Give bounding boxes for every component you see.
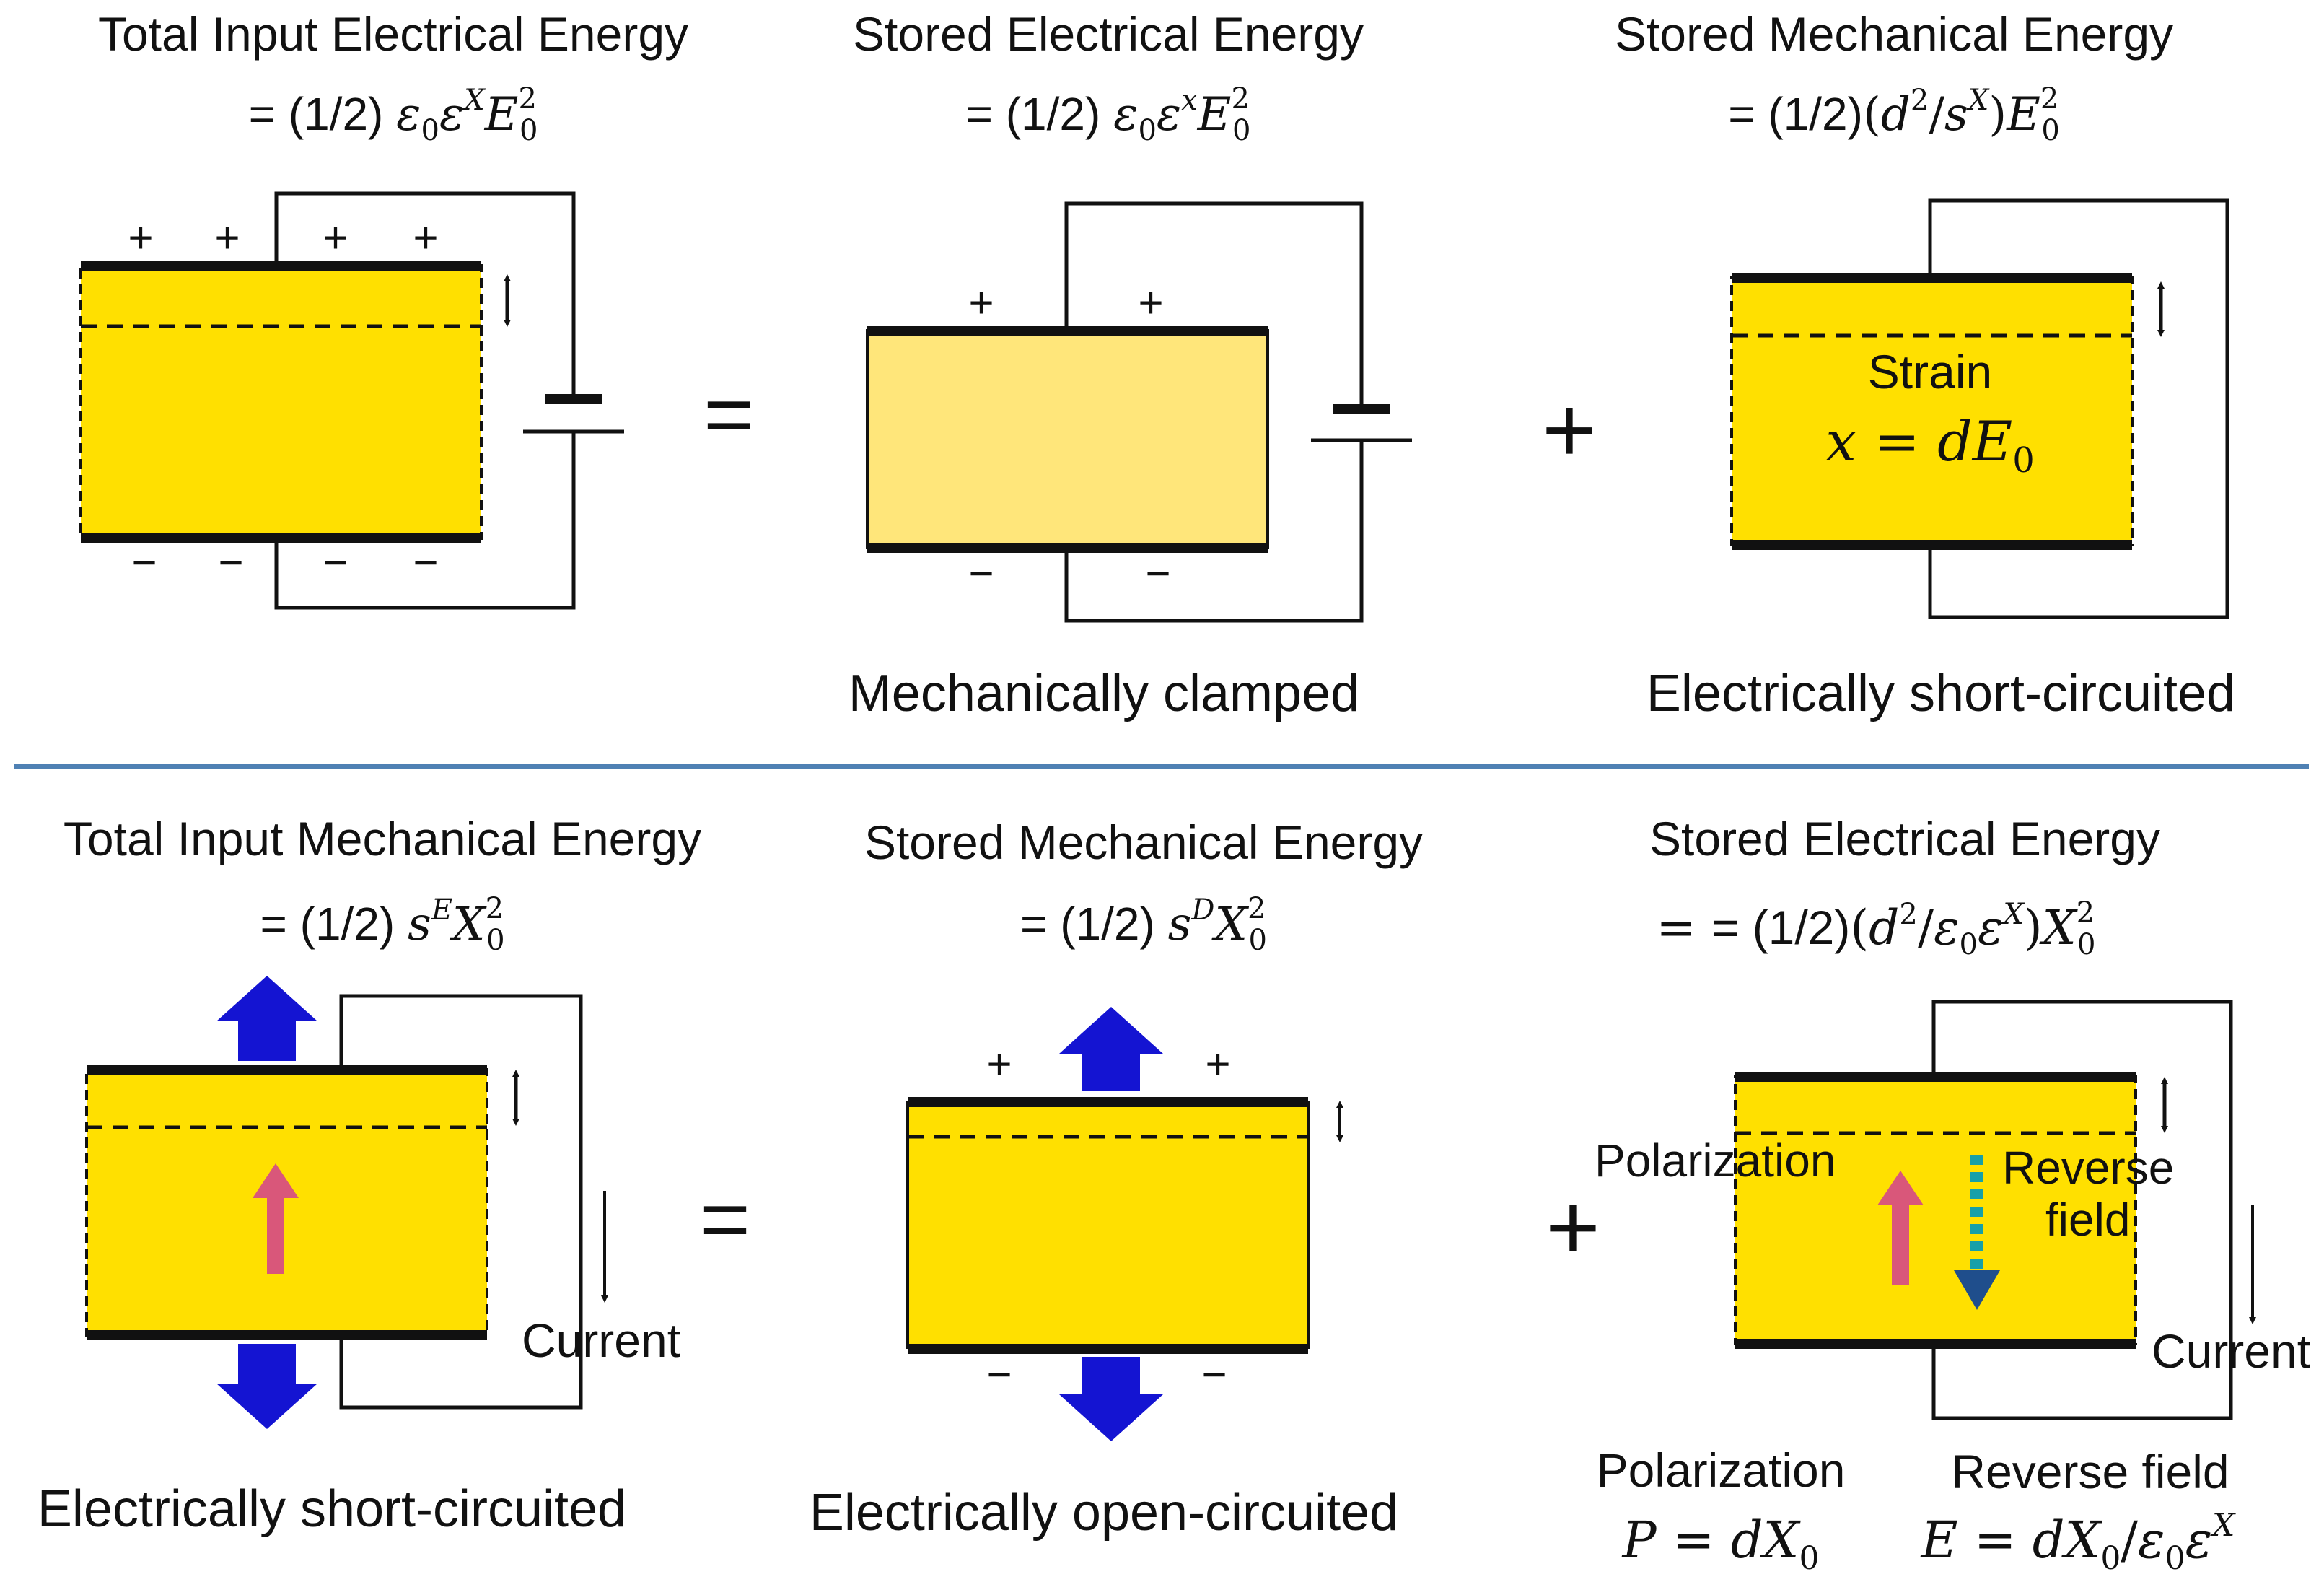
svg-text:+: + — [986, 1040, 1012, 1088]
polarization-caption: Polarization — [1597, 1443, 1846, 1497]
top-left-charges: + + + + − − − − — [128, 214, 438, 587]
top-middle-piezo-block — [866, 201, 1412, 623]
stress-arrow-up-icon — [216, 976, 317, 1061]
caption-top-short-circuited: Electrically short-circuited — [1646, 665, 2235, 722]
svg-text:+: + — [1138, 279, 1163, 327]
top-stored-elec-title: Stored Electrical Energy — [853, 7, 1364, 61]
top-equals-sign: = — [703, 366, 754, 463]
polarization-equation: P = dX0 — [1621, 1511, 1820, 1577]
svg-text:+: + — [214, 214, 240, 262]
stress-arrow-up-icon — [1059, 1007, 1163, 1091]
svg-text:−: − — [968, 549, 994, 598]
battery-icon — [545, 394, 602, 404]
top-total-input-eq-prefix: = (1/2) — [249, 88, 397, 140]
reverse-field-label-line2: field — [2045, 1194, 2130, 1246]
svg-text:−: − — [218, 538, 243, 587]
polarization-arrow-icon — [253, 1163, 299, 1274]
bottom-stored-mech-title: Stored Mechanical Energy — [864, 816, 1423, 869]
svg-text:+: + — [968, 279, 994, 327]
top-stored-mech-title: Stored Mechanical Energy — [1615, 7, 2173, 61]
top-right-piezo-block — [1730, 198, 2229, 619]
svg-text:+: + — [323, 214, 348, 262]
bottom-left-current-label: Current — [522, 1314, 680, 1367]
bottom-right-current-label: Current — [2152, 1324, 2310, 1378]
bottom-plus-sign: + — [1545, 1174, 1600, 1280]
reverse-field-caption: Reverse field — [1951, 1445, 2229, 1498]
svg-text:−: − — [131, 538, 157, 587]
top-plus-sign: + — [1542, 377, 1597, 482]
polarization-arrow-icon — [1877, 1171, 1924, 1285]
caption-bottom-left-short-circuited: Electrically short-circuited — [38, 1480, 626, 1538]
polarization-label: Polarization — [1595, 1135, 1836, 1186]
svg-text:+: + — [128, 214, 153, 262]
top-total-input-title: Total Input Electrical Energy — [98, 7, 688, 61]
caption-open-circuited: Electrically open-circuited — [810, 1484, 1398, 1542]
svg-text:−: − — [413, 538, 438, 587]
svg-text:+: + — [413, 214, 438, 262]
svg-text:+: + — [1205, 1040, 1230, 1088]
svg-text:−: − — [323, 538, 348, 587]
bottom-total-input-title: Total Input Mechanical Energy — [63, 812, 701, 865]
battery-icon — [1333, 404, 1390, 414]
strain-equation: x = dE0 — [1825, 409, 2035, 481]
stress-arrow-down-icon — [1059, 1357, 1163, 1441]
top-middle-charges: + + − − — [968, 279, 1170, 598]
top-left-piezo-block — [79, 191, 624, 610]
stress-arrow-down-icon — [216, 1344, 317, 1429]
svg-text:−: − — [1201, 1350, 1227, 1399]
bottom-middle-charges: + + − − — [986, 1040, 1230, 1399]
strain-label: Strain — [1868, 345, 1992, 398]
reverse-field-label-line1: Reverse — [2002, 1142, 2174, 1194]
svg-text:−: − — [986, 1350, 1012, 1399]
caption-mechanically-clamped: Mechanically clamped — [849, 665, 1359, 722]
bottom-stored-elec-title: Stored Electrical Energy — [1649, 812, 2160, 865]
svg-text:−: − — [1145, 549, 1170, 598]
reverse-field-equation: E = dX0/ε0εX — [1920, 1507, 2237, 1577]
bottom-left-piezo-block — [85, 976, 608, 1429]
bottom-equals-sign: = — [700, 1171, 750, 1267]
bottom-right-piezo-block — [1734, 1000, 2256, 1420]
bottom-middle-piezo-block — [906, 1007, 1343, 1441]
